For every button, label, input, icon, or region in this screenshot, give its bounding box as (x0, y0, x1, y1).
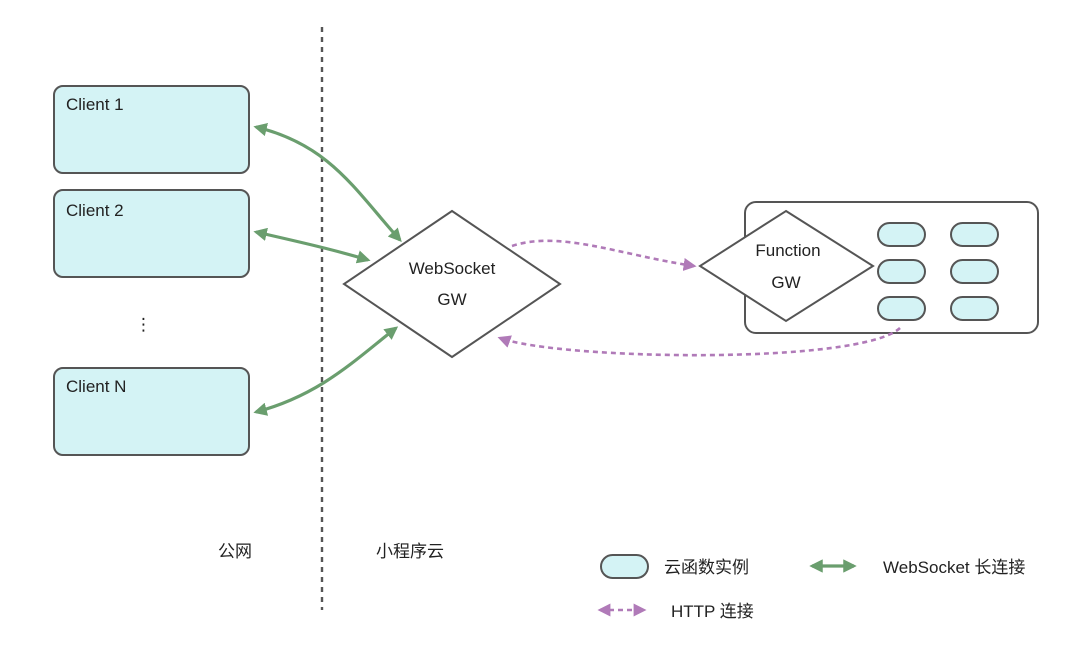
function-instance (877, 259, 926, 284)
websocket-gateway-label-2: GW (437, 290, 466, 309)
client-box-2: Client 2 (53, 189, 250, 278)
client-box-1: Client 1 (53, 85, 250, 174)
legend-instance-label: 云函数实例 (664, 558, 749, 578)
websocket-arrow-client-2 (253, 227, 371, 264)
zone-label-public: 公网 (218, 542, 252, 562)
websocket-gateway-label-1: WebSocket (409, 259, 496, 278)
function-instance (950, 259, 999, 284)
zone-label-cloud: 小程序云 (376, 542, 444, 562)
function-instance (877, 296, 926, 321)
client-ellipsis: ⋮ (135, 315, 152, 334)
websocket-arrow-client-n (253, 326, 399, 416)
websocket-gateway: WebSocket GW (342, 209, 562, 359)
function-instance (950, 296, 999, 321)
legend: 云函数实例 WebSocket 长连接 HTTP 连接 (597, 554, 1025, 621)
legend-http-label: HTTP 连接 (671, 602, 754, 621)
function-gateway-label-2: GW (771, 273, 800, 292)
function-instance (877, 222, 926, 247)
client-box-n: Client N (53, 367, 250, 456)
client-label: Client 1 (66, 95, 124, 114)
client-label: Client 2 (66, 201, 124, 220)
legend-websocket-label: WebSocket 长连接 (883, 558, 1025, 577)
client-label: Client N (66, 377, 126, 396)
http-arrow-to-function (511, 239, 697, 271)
function-instances (877, 222, 999, 321)
function-gateway: Function GW (698, 209, 875, 323)
function-instance (950, 222, 999, 247)
function-gateway-label-1: Function (755, 241, 820, 260)
websocket-arrow-client-1 (253, 123, 402, 242)
legend-instance-icon (600, 554, 649, 579)
